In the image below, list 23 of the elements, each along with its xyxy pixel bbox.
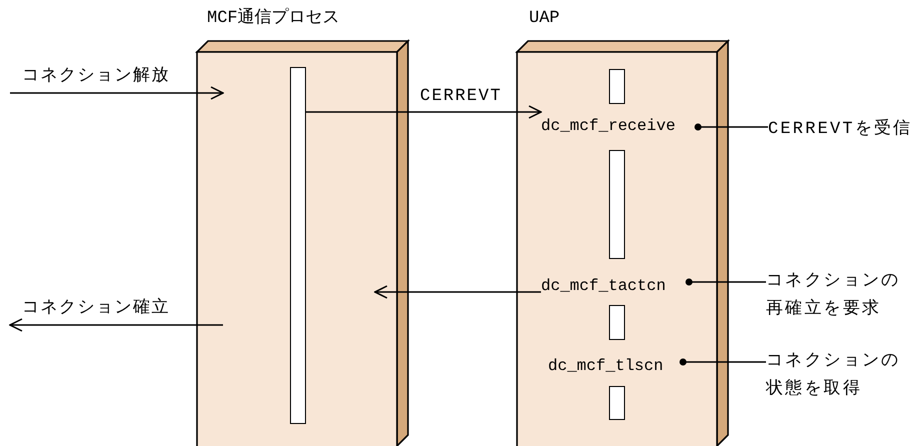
arrow: [374, 285, 541, 299]
leader-line: [694, 124, 768, 130]
edge-label: CERREVT: [420, 86, 502, 108]
leader-line: [686, 278, 766, 286]
edge-label: コネクション確立: [22, 298, 170, 320]
column-title: UAP: [529, 8, 560, 30]
function-name: dc_mcf_receive: [541, 106, 701, 140]
activation-bar: [609, 305, 625, 340]
column-title: MCF通信プロセス: [207, 8, 340, 30]
arrow: [306, 105, 542, 119]
activation-bar: [609, 386, 625, 420]
note-text: コネクションの状態を取得: [766, 348, 918, 404]
function-name: dc_mcf_tlscn: [548, 352, 686, 376]
leader-line: [680, 358, 766, 366]
arrow: [10, 86, 224, 100]
activation-bar: [290, 67, 306, 424]
note-text: CERREVTを受信: [768, 116, 918, 144]
activation-bar: [609, 69, 625, 104]
note-text: コネクションの再確立を要求: [766, 268, 918, 324]
edge-label: コネクション解放: [22, 66, 170, 88]
activation-bar: [609, 150, 625, 259]
arrow: [9, 318, 223, 332]
function-name: dc_mcf_tactcn: [541, 272, 693, 296]
